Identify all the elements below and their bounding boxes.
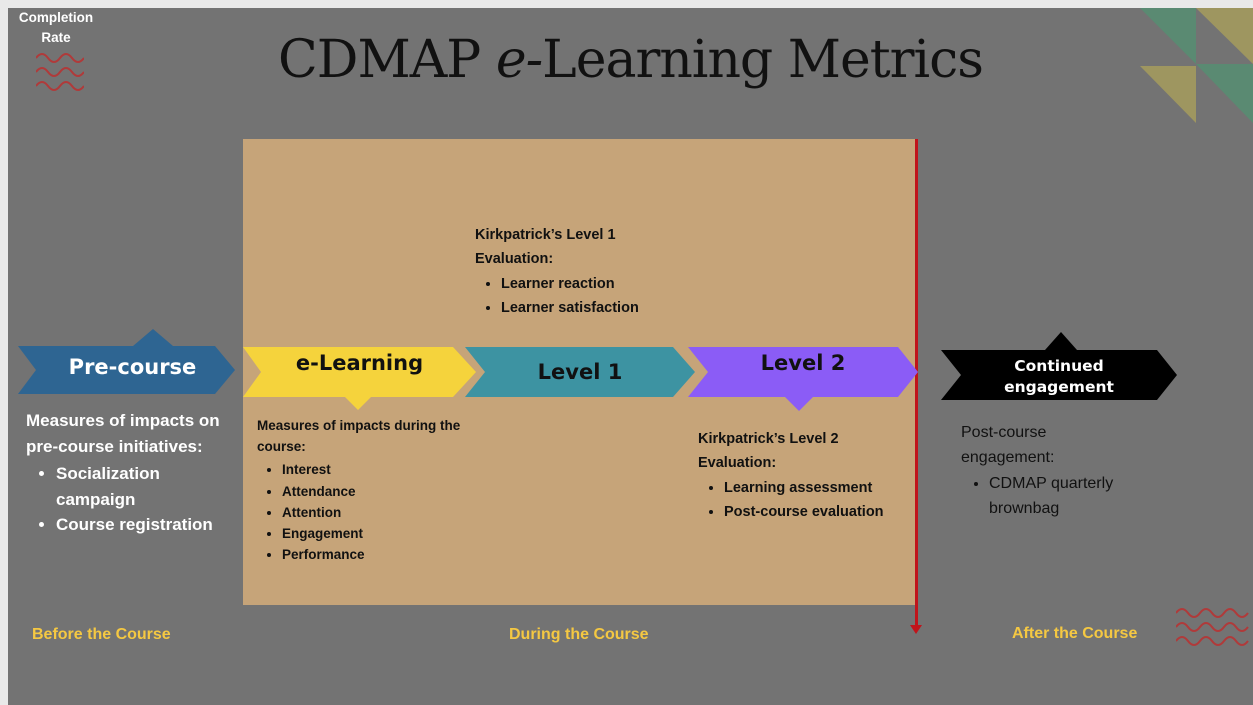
completion-arrow-icon <box>910 625 922 634</box>
post-course-description: Post-course engagement: CDMAP quarterly … <box>961 421 1151 521</box>
list-item: Course registration <box>56 512 226 538</box>
completion-line <box>915 139 918 627</box>
post-course-heading: Post-course engagement: <box>961 424 1055 466</box>
level-2-heading: Kirkpatrick’s Level 2 Evaluation: <box>698 431 839 471</box>
list-item: Learning assessment <box>724 477 913 501</box>
list-item: Learner reaction <box>501 273 715 297</box>
stage-level-2-label: Level 2 <box>760 351 846 375</box>
list-item: Attendance <box>282 481 467 502</box>
stage-pre-course-label: Pre-course <box>68 355 197 379</box>
stage-pre-course: Pre-course <box>18 329 235 404</box>
phase-label-during: During the Course <box>509 626 649 643</box>
slide: CDMAP e-Learning Metrics Pre-course e-Le… <box>8 8 1253 705</box>
triangle-decoration-top-right <box>1140 8 1253 123</box>
level-1-description: Kirkpatrick’s Level 1 Evaluation: Learne… <box>475 224 715 320</box>
pre-course-heading: Measures of impacts on pre-course initia… <box>26 411 220 456</box>
list-item: Engagement <box>282 523 467 544</box>
phase-label-before: Before the Course <box>32 626 171 643</box>
e-learning-heading: Measures of impacts during the course: <box>257 418 461 455</box>
wave-decoration-bottom-right <box>1176 608 1249 646</box>
level-1-heading: Kirkpatrick’s Level 1 Evaluation: <box>475 227 616 267</box>
list-item: Post-course evaluation <box>724 501 913 525</box>
list-item: Performance <box>282 544 467 565</box>
list-item: Socialization campaign <box>56 461 226 512</box>
phase-label-after: After the Course <box>1012 625 1138 642</box>
page-title: CDMAP e-Learning Metrics <box>278 30 984 90</box>
pre-course-description: Measures of impacts on pre-course initia… <box>26 408 226 538</box>
list-item: Attention <box>282 502 467 523</box>
stage-e-learning-label: e-Learning <box>295 351 424 375</box>
list-item: CDMAP quarterly brownbag <box>989 472 1151 521</box>
stage-level-1: Level 1 <box>465 347 695 397</box>
stage-level-1-label: Level 1 <box>537 360 623 384</box>
list-item: Learner satisfaction <box>501 297 715 321</box>
list-item: Interest <box>282 459 467 480</box>
stage-level-2: Level 2 <box>688 347 918 413</box>
level-2-description: Kirkpatrick’s Level 2 Evaluation: Learni… <box>698 428 913 524</box>
e-learning-description: Measures of impacts during the course: I… <box>257 415 467 565</box>
wave-decoration-top-left <box>36 53 84 91</box>
stage-e-learning: e-Learning <box>243 347 476 413</box>
